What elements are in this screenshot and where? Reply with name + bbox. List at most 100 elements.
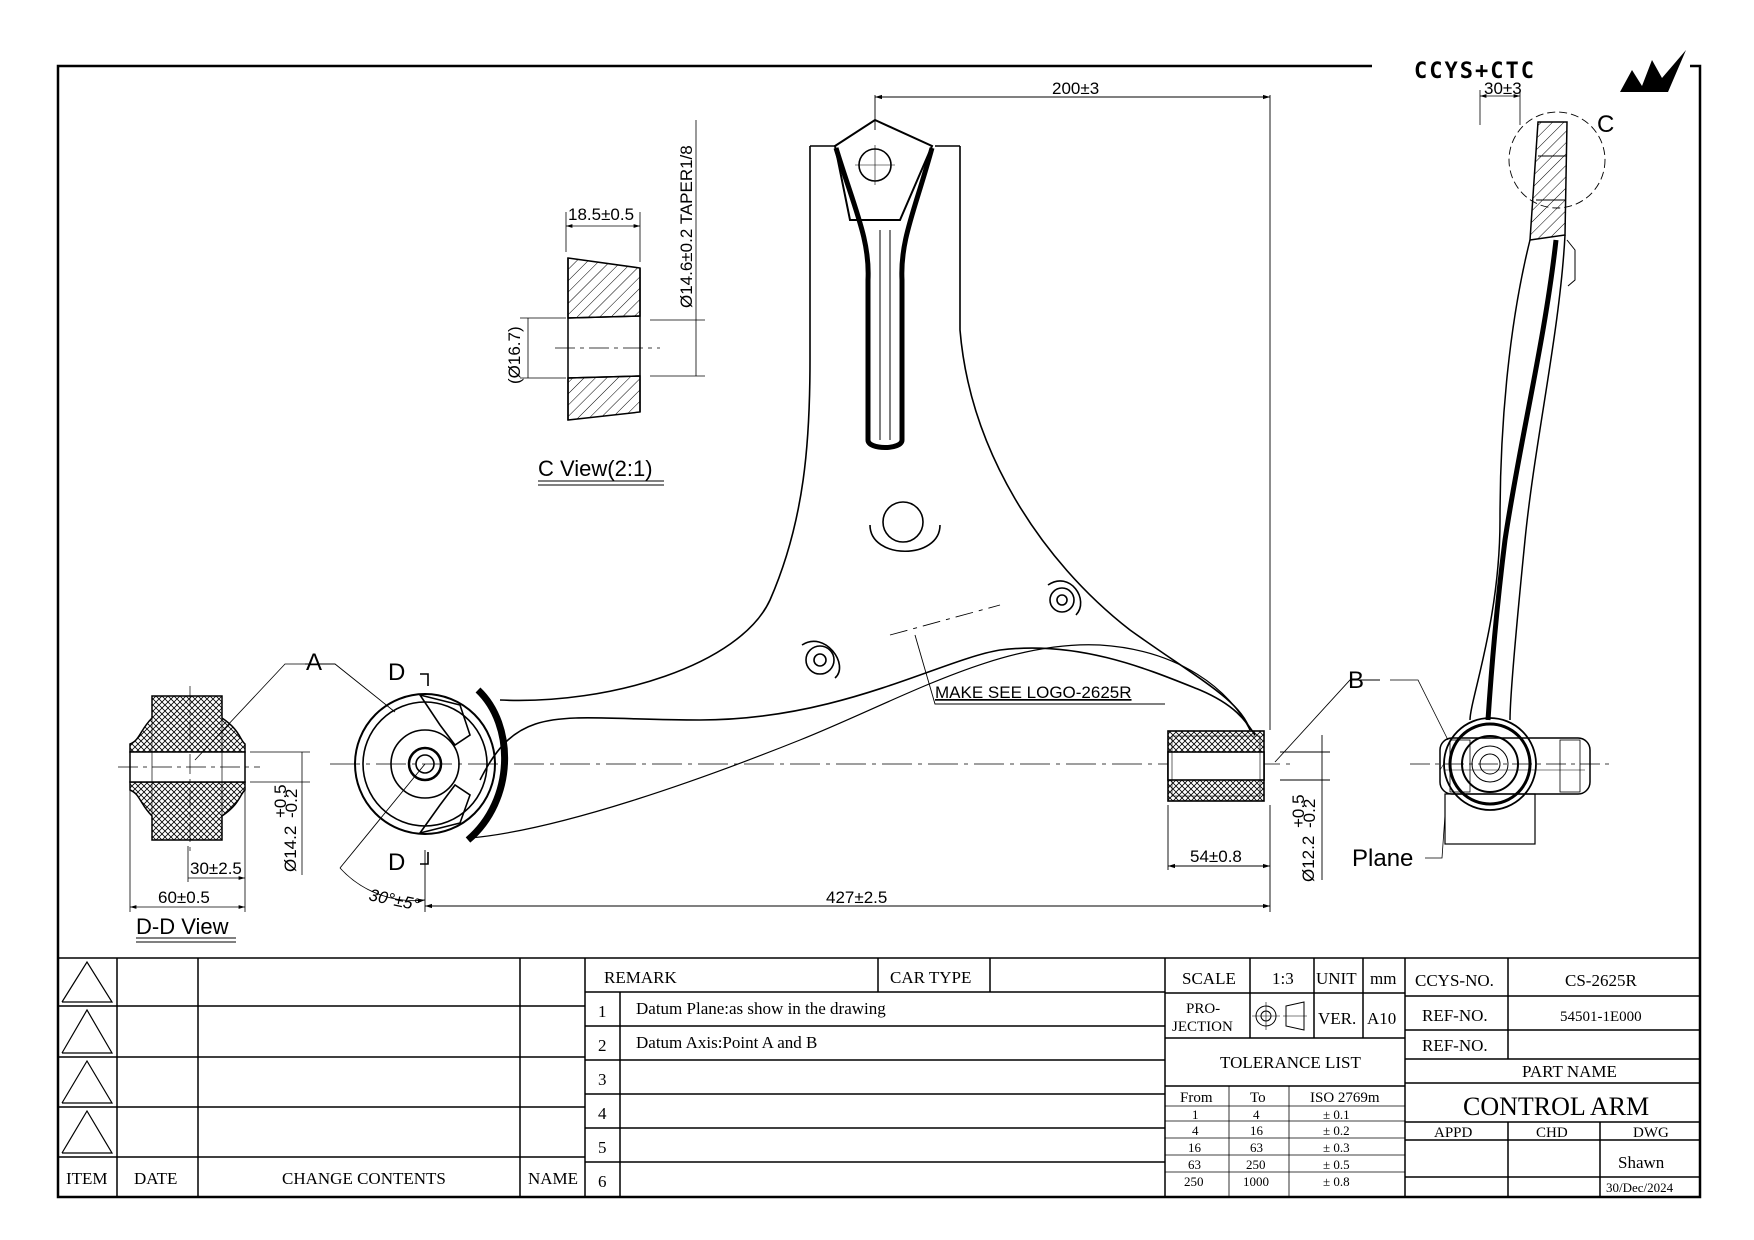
unit-value: mm [1370, 969, 1396, 988]
remark-num-3: 3 [598, 1070, 607, 1089]
scale-tolerance-text: SCALE 1:3 UNIT mm PRO- JECTION VER. A10 … [1172, 969, 1396, 1189]
part-info-block [1405, 958, 1700, 1197]
dim-54: 54±0.8 [1190, 847, 1242, 866]
dim-dd-dia-tol-dn: -0.2 [282, 789, 301, 818]
part-info-text: CCYS-NO. CS-2625R REF-NO. 54501-1E000 RE… [1415, 971, 1674, 1195]
drawn-by: Shawn [1618, 1153, 1665, 1172]
tol-to-2: 16 [1250, 1123, 1264, 1138]
dim-angle: 30°±5° [367, 885, 421, 914]
remark-num-2: 2 [598, 1036, 607, 1055]
drawing-frame [56, 64, 1702, 1199]
remark-num-1: 1 [598, 1002, 607, 1021]
tol-value-2: ± 0.2 [1323, 1123, 1350, 1138]
tol-to-4: 250 [1246, 1157, 1266, 1172]
projection-line1: PRO- [1186, 1001, 1220, 1017]
label-section-d-bottom: D [388, 849, 405, 876]
scale-value: 1:3 [1272, 969, 1294, 988]
tol-from-5: 250 [1184, 1174, 1204, 1189]
label-section-d-top: D [388, 659, 405, 686]
ref-no-label-1: REF-NO. [1422, 1006, 1488, 1025]
dim-dd-width: 60±0.5 [158, 888, 210, 907]
dim-dia-b-tol-up: +0.5 [1289, 794, 1308, 828]
rev-header-item: ITEM [66, 1169, 108, 1188]
tol-to-3: 63 [1250, 1140, 1263, 1155]
dim-c-taper: Ø14.6±0.2 TAPER1/8 [677, 145, 696, 308]
c-view-title: C View(2:1) [538, 456, 653, 481]
brand-logo-text: CCYS+CTC [1414, 59, 1536, 84]
drawing-date: 30/Dec/2024 [1606, 1180, 1674, 1195]
tol-to-5: 1000 [1243, 1174, 1269, 1189]
revision-table [58, 957, 1700, 1197]
remark-text-2: Datum Axis:Point A and B [636, 1033, 817, 1052]
dim-dd-inner: 30±2.5 [190, 859, 242, 878]
c-view [520, 120, 705, 486]
ver-label: VER. [1318, 1009, 1356, 1028]
remark-header: REMARK [604, 968, 677, 987]
label-point-c: C [1597, 111, 1614, 138]
remark-table-text: REMARK CAR TYPE 1 Datum Plane:as show in… [598, 968, 971, 1191]
ccys-no-value: CS-2625R [1565, 971, 1637, 990]
remark-table [585, 958, 1166, 1197]
projection-line2: JECTION [1172, 1019, 1233, 1035]
part-name-label: PART NAME [1522, 1062, 1617, 1081]
dd-view [118, 663, 310, 943]
dim-c-ref: (Ø16.7) [505, 326, 524, 384]
rev-header-name: NAME [528, 1169, 578, 1188]
remark-num-4: 4 [598, 1104, 607, 1123]
logo-note: MAKE SEE LOGO-2625R [935, 683, 1132, 702]
rev-header-change: CHANGE CONTENTS [282, 1169, 446, 1188]
rev-header-date: DATE [134, 1169, 177, 1188]
ref-no-value-1: 54501-1E000 [1560, 1009, 1642, 1025]
ref-no-label-2: REF-NO. [1422, 1036, 1488, 1055]
label-plane: Plane [1352, 845, 1413, 872]
side-view [1390, 90, 1610, 859]
dim-427: 427±2.5 [826, 888, 887, 907]
dwg-label: DWG [1633, 1125, 1669, 1141]
tol-from-1: 1 [1192, 1107, 1199, 1122]
control-arm-main-view [330, 118, 1290, 843]
tol-header-to: To [1250, 1090, 1266, 1106]
dim-dia-b-tol-dn: -0.2 [1300, 799, 1319, 828]
remark-text-1: Datum Plane:as show in the drawing [636, 999, 886, 1018]
tol-from-4: 63 [1188, 1157, 1201, 1172]
part-name: CONTROL ARM [1463, 1092, 1649, 1121]
unit-label: UNIT [1316, 969, 1357, 988]
tolerance-title: TOLERANCE LIST [1220, 1053, 1361, 1072]
tol-value-5: ± 0.8 [1323, 1174, 1350, 1189]
tol-value-1: ± 0.1 [1323, 1107, 1350, 1122]
dd-view-title: D-D View [136, 914, 229, 939]
dim-dd-dia: Ø14.2 +0.5 -0.2 [271, 784, 301, 872]
chd-label: CHD [1536, 1125, 1568, 1141]
label-point-b: B [1348, 667, 1364, 694]
car-type-header: CAR TYPE [890, 968, 971, 987]
tol-header-std: ISO 2769m [1310, 1090, 1380, 1106]
dd-view-text: 60±0.5 30±2.5 Ø14.2 +0.5 -0.2 D-D View [136, 784, 301, 939]
dim-dia-b: Ø12.2 +0.5 -0.2 [1289, 794, 1319, 882]
label-point-a: A [306, 649, 322, 676]
dim-side-30: 30±3 [1484, 79, 1522, 98]
ver-value: A10 [1367, 1009, 1396, 1028]
tol-value-3: ± 0.3 [1323, 1140, 1350, 1155]
tol-header-from: From [1180, 1090, 1213, 1106]
revision-table-headers: ITEM DATE CHANGE CONTENTS NAME [66, 1169, 578, 1188]
appd-label: APPD [1434, 1125, 1473, 1141]
ccys-no-label: CCYS-NO. [1415, 971, 1494, 990]
side-view-text: 30±3 C Plane [1352, 79, 1614, 872]
main-view-dimensions [305, 94, 1380, 912]
dim-200: 200±3 [1052, 79, 1099, 98]
remark-num-6: 6 [598, 1172, 607, 1191]
tol-value-4: ± 0.5 [1323, 1157, 1350, 1172]
scale-tolerance-block [1165, 958, 1406, 1197]
scale-label: SCALE [1182, 969, 1236, 988]
dim-dia-b-base: Ø12.2 [1299, 836, 1318, 882]
brand-logo: CCYS+CTC [1414, 50, 1686, 92]
dim-c-width: 18.5±0.5 [568, 205, 634, 224]
tol-to-1: 4 [1253, 1107, 1260, 1122]
c-view-text: 18.5±0.5 Ø14.6±0.2 TAPER1/8 (Ø16.7) C Vi… [505, 145, 696, 481]
dim-dd-dia-base: Ø14.2 [281, 826, 300, 872]
remark-num-5: 5 [598, 1138, 607, 1157]
tol-from-2: 4 [1192, 1123, 1199, 1138]
brand-logo-mark [1620, 50, 1686, 92]
dim-dd-dia-tol-up: +0.5 [271, 784, 290, 818]
